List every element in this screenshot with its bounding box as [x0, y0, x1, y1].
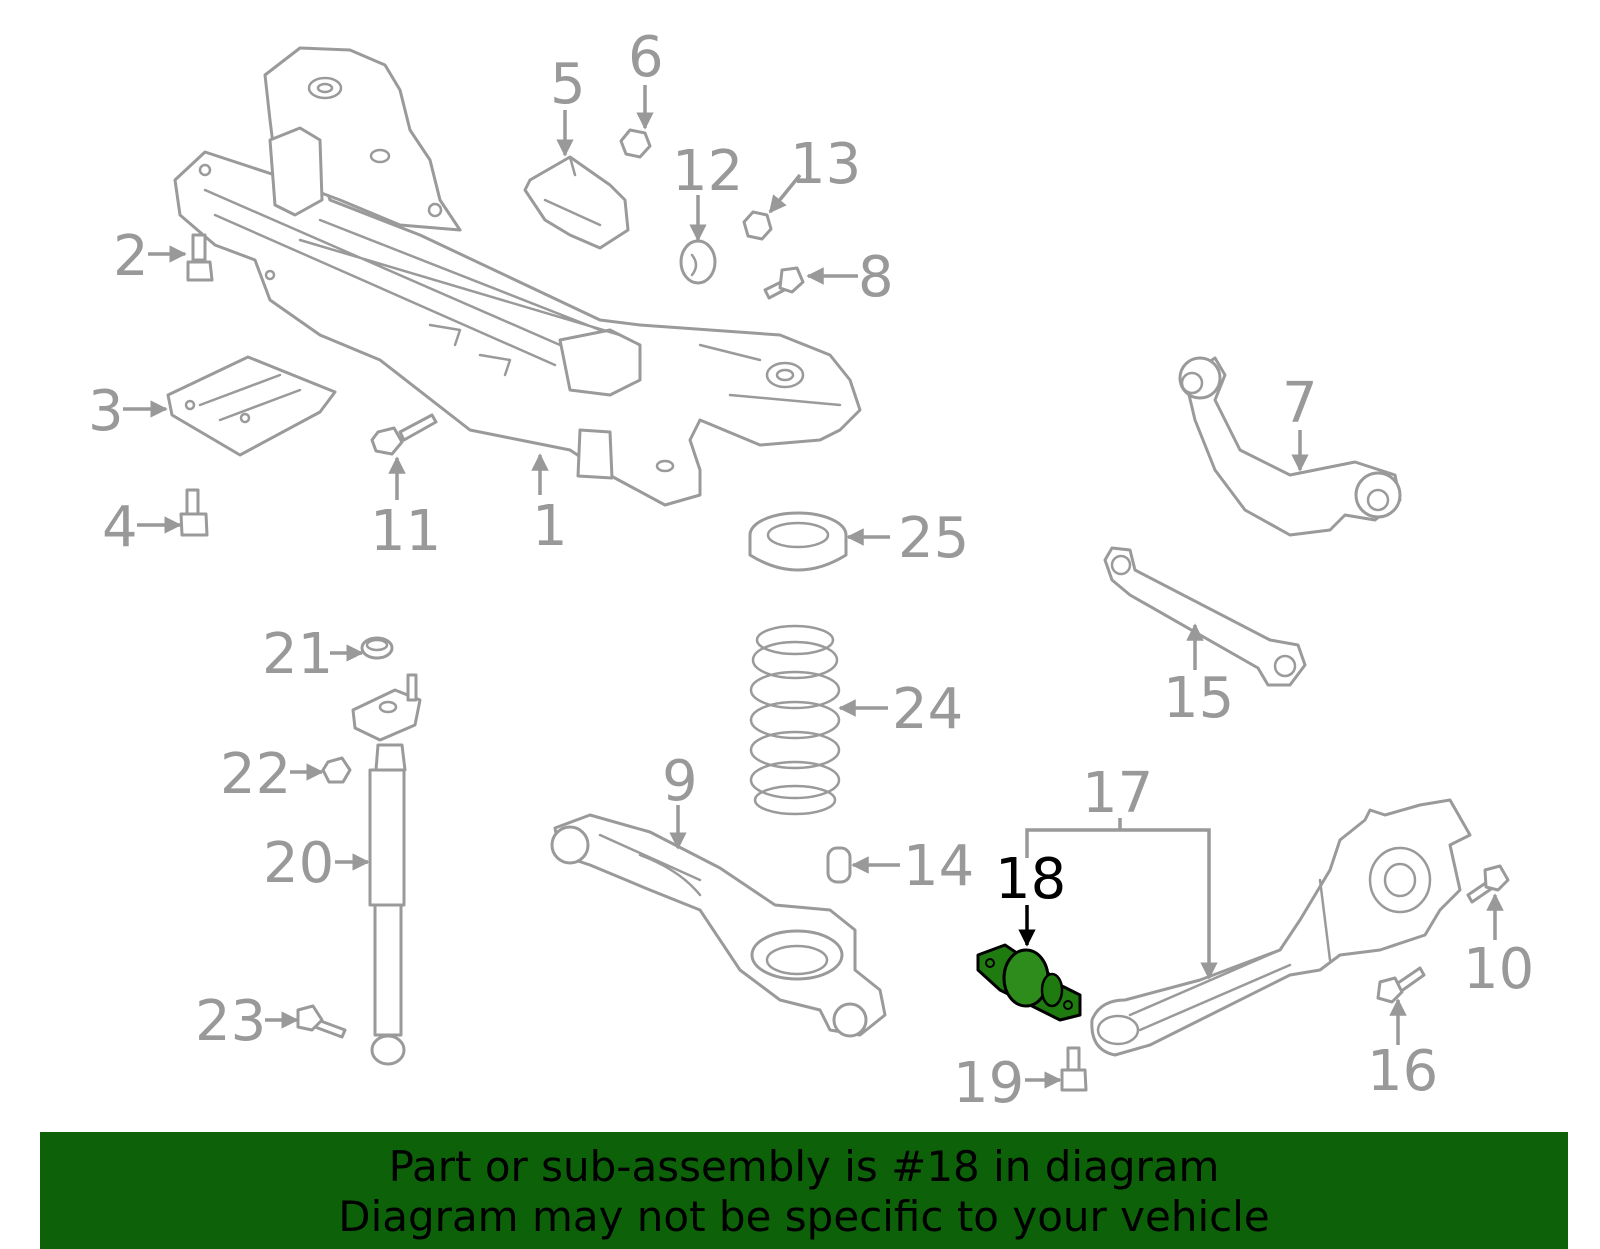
bumper-21-part [360, 636, 394, 660]
lower-arm-9-part [550, 813, 887, 1038]
callout-7: 7 [1282, 371, 1318, 436]
banner-line-2: Diagram may not be specific to your vehi… [338, 1192, 1270, 1241]
callout-3: 3 [88, 379, 124, 444]
callout-5: 5 [550, 52, 586, 117]
callout-21: 21 [262, 622, 333, 687]
callout-20: 20 [263, 831, 334, 896]
nut-13-part [742, 210, 773, 241]
clip-14-part [826, 846, 852, 884]
callout-24: 24 [892, 677, 963, 742]
callout-25: 25 [898, 506, 969, 571]
plate-3-part [166, 355, 337, 457]
upper-arm-7-part [1178, 356, 1402, 537]
callout-1: 1 [532, 494, 568, 559]
callout-12: 12 [672, 139, 743, 204]
bolt-10-part [1466, 864, 1510, 904]
shock-absorber-20-part [351, 673, 422, 1066]
callout-22: 22 [220, 742, 291, 807]
callout-2: 2 [113, 224, 149, 289]
callout-6: 6 [628, 25, 664, 90]
bolt-2-part [186, 233, 214, 282]
bolt-23-part [296, 1004, 347, 1039]
bolt-16-part [1376, 966, 1426, 1004]
callout-10: 10 [1463, 937, 1534, 1002]
plug-12-part [679, 239, 717, 285]
bolt-19-part [1060, 1046, 1088, 1092]
callout-11: 11 [370, 499, 441, 564]
bolt-11-part [370, 413, 438, 456]
spring-seat-25-part [748, 511, 848, 572]
nut-6-part [619, 128, 652, 159]
callout-18: 18 [995, 847, 1066, 912]
bolt-4-part [179, 488, 209, 537]
callout-14: 14 [903, 834, 974, 899]
callout-15: 15 [1163, 666, 1234, 731]
coil-spring-24-part [749, 624, 841, 816]
callout-4: 4 [102, 495, 138, 560]
subframe-part [173, 46, 862, 507]
callout-8: 8 [858, 245, 894, 310]
callout-19: 19 [953, 1051, 1024, 1116]
info-banner: Part or sub-assembly is #18 in diagram D… [40, 1132, 1568, 1249]
callout-17: 17 [1082, 761, 1153, 826]
leader-lines [123, 85, 1504, 1089]
callout-9: 9 [662, 749, 698, 814]
bolt-8-part [763, 266, 805, 300]
callout-13: 13 [790, 132, 861, 197]
trailing-arm-17-part [1090, 798, 1472, 1057]
callout-23: 23 [195, 989, 266, 1054]
nut-22-part [321, 756, 352, 784]
bracket-5-part [523, 155, 630, 250]
callout-labels: 1 2 3 4 5 6 7 8 9 10 11 12 13 14 15 16 1… [88, 25, 1534, 1116]
bushing-18-part [976, 943, 1082, 1022]
banner-line-1: Part or sub-assembly is #18 in diagram [388, 1142, 1220, 1191]
lateral-link-15-part [1103, 546, 1307, 687]
callout-16: 16 [1367, 1039, 1438, 1104]
